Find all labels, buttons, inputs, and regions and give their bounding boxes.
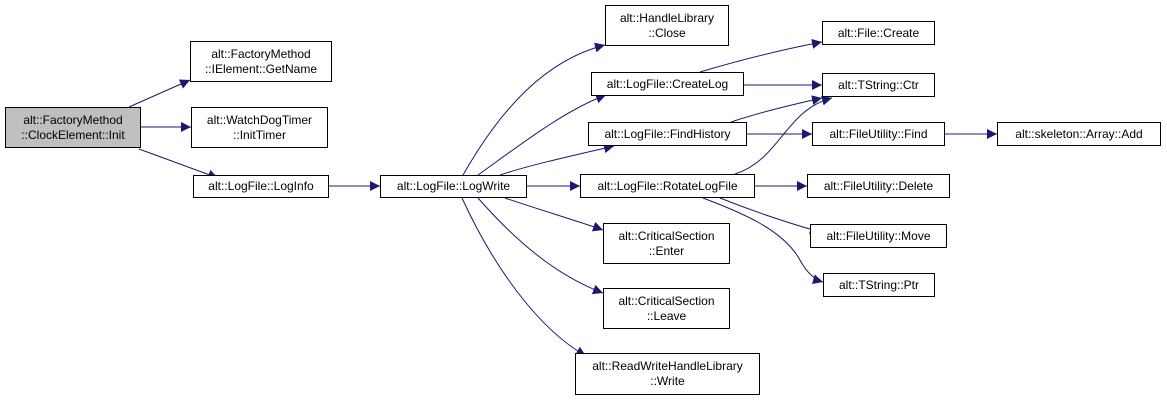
- node-line: alt::LogFile::FindHistory: [604, 126, 731, 141]
- edge-logwrite-rwwrite: [461, 197, 587, 357]
- node-fileutility-find[interactable]: alt::FileUtility::Find: [812, 122, 945, 146]
- node-logfile-logwrite[interactable]: alt::LogFile::LogWrite: [380, 175, 527, 198]
- node-watchdogtimer-inittimer[interactable]: alt::WatchDogTimer ::InitTimer: [191, 107, 328, 148]
- node-line: alt::CriticalSection: [618, 293, 715, 308]
- node-logfile-findhistory[interactable]: alt::LogFile::FindHistory: [588, 122, 747, 146]
- node-line: ::InitTimer: [233, 127, 286, 142]
- node-line: alt::WatchDogTimer: [206, 112, 313, 127]
- node-logfile-rotatelogfile[interactable]: alt::LogFile::RotateLogFile: [580, 174, 755, 198]
- edge-logwrite-csenter: [504, 197, 604, 232]
- node-line: alt::FileUtility::Move: [826, 228, 931, 243]
- node-handlelibrary-close[interactable]: alt::HandleLibrary ::Close: [605, 5, 729, 46]
- node-factorymethod-clockelement-init: alt::FactoryMethod ::ClockElement::Init: [5, 107, 141, 148]
- node-line: alt::FactoryMethod: [23, 112, 123, 127]
- edge-init-getname: [128, 79, 191, 108]
- node-line: alt::FactoryMethod: [211, 46, 311, 61]
- node-tstring-ctr[interactable]: alt::TString::Ctr: [822, 73, 935, 97]
- node-logfile-createlog[interactable]: alt::LogFile::CreateLog: [591, 72, 744, 96]
- node-line: alt::LogFile::LogWrite: [396, 179, 511, 193]
- node-line: ::ClockElement::Init: [21, 127, 125, 142]
- node-line: alt::LogFile::RotateLogFile: [597, 178, 738, 193]
- edge-findhistory-tstringctr: [730, 95, 823, 123]
- node-line: ::Enter: [648, 243, 685, 258]
- edge-rotatelogfile-tstringptr: [702, 197, 824, 285]
- node-criticalsection-leave[interactable]: alt::CriticalSection ::Leave: [603, 288, 730, 329]
- node-line: alt::FileUtility::Delete: [823, 178, 934, 193]
- edge-logwrite-hlclose: [462, 42, 606, 176]
- node-fileutility-move[interactable]: alt::FileUtility::Move: [810, 224, 947, 248]
- node-fileutility-delete[interactable]: alt::FileUtility::Delete: [807, 174, 950, 198]
- node-tstring-ptr[interactable]: alt::TString::Ptr: [823, 273, 935, 297]
- edge-logwrite-findhistory: [499, 143, 615, 176]
- node-line: alt::skeleton::Array::Add: [1015, 126, 1143, 141]
- node-line: alt::CriticalSection: [618, 228, 715, 243]
- node-line: ::Leave: [646, 308, 687, 323]
- edge-createlog-filecreate: [699, 38, 823, 73]
- node-line: alt::LogFile::LogInfo: [208, 179, 314, 193]
- edge-rotatelogfile-fumove: [719, 197, 821, 235]
- node-line: alt::FileUtility::Find: [829, 126, 928, 141]
- node-file-create[interactable]: alt::File::Create: [822, 21, 935, 45]
- node-line: ::IElement::GetName: [204, 61, 318, 76]
- node-line: alt::File::Create: [837, 25, 920, 40]
- node-skeleton-array-add[interactable]: alt::skeleton::Array::Add: [997, 122, 1161, 146]
- node-line: alt::HandleLibrary: [619, 10, 715, 25]
- node-line: ::Write: [650, 374, 685, 388]
- edge-init-loginfo: [138, 148, 219, 180]
- edge-logwrite-csleave: [477, 197, 604, 295]
- node-line: alt::TString::Ctr: [838, 77, 919, 92]
- node-line: alt::TString::Ptr: [838, 277, 920, 292]
- node-line: alt::ReadWriteHandleLibrary: [592, 359, 743, 373]
- node-criticalsection-enter[interactable]: alt::CriticalSection ::Enter: [603, 223, 730, 264]
- node-logfile-loginfo[interactable]: alt::LogFile::LogInfo: [193, 175, 329, 198]
- node-factorymethod-ielement-getname[interactable]: alt::FactoryMethod ::IElement::GetName: [190, 41, 332, 82]
- edge-rotatelogfile-tstringctr: [734, 95, 833, 175]
- node-readwritehandlelibrary-write[interactable]: alt::ReadWriteHandleLibrary ::Write: [575, 353, 760, 395]
- node-line: ::Close: [648, 25, 686, 40]
- edge-logwrite-createlog: [477, 93, 607, 176]
- node-line: alt::LogFile::CreateLog: [606, 76, 729, 91]
